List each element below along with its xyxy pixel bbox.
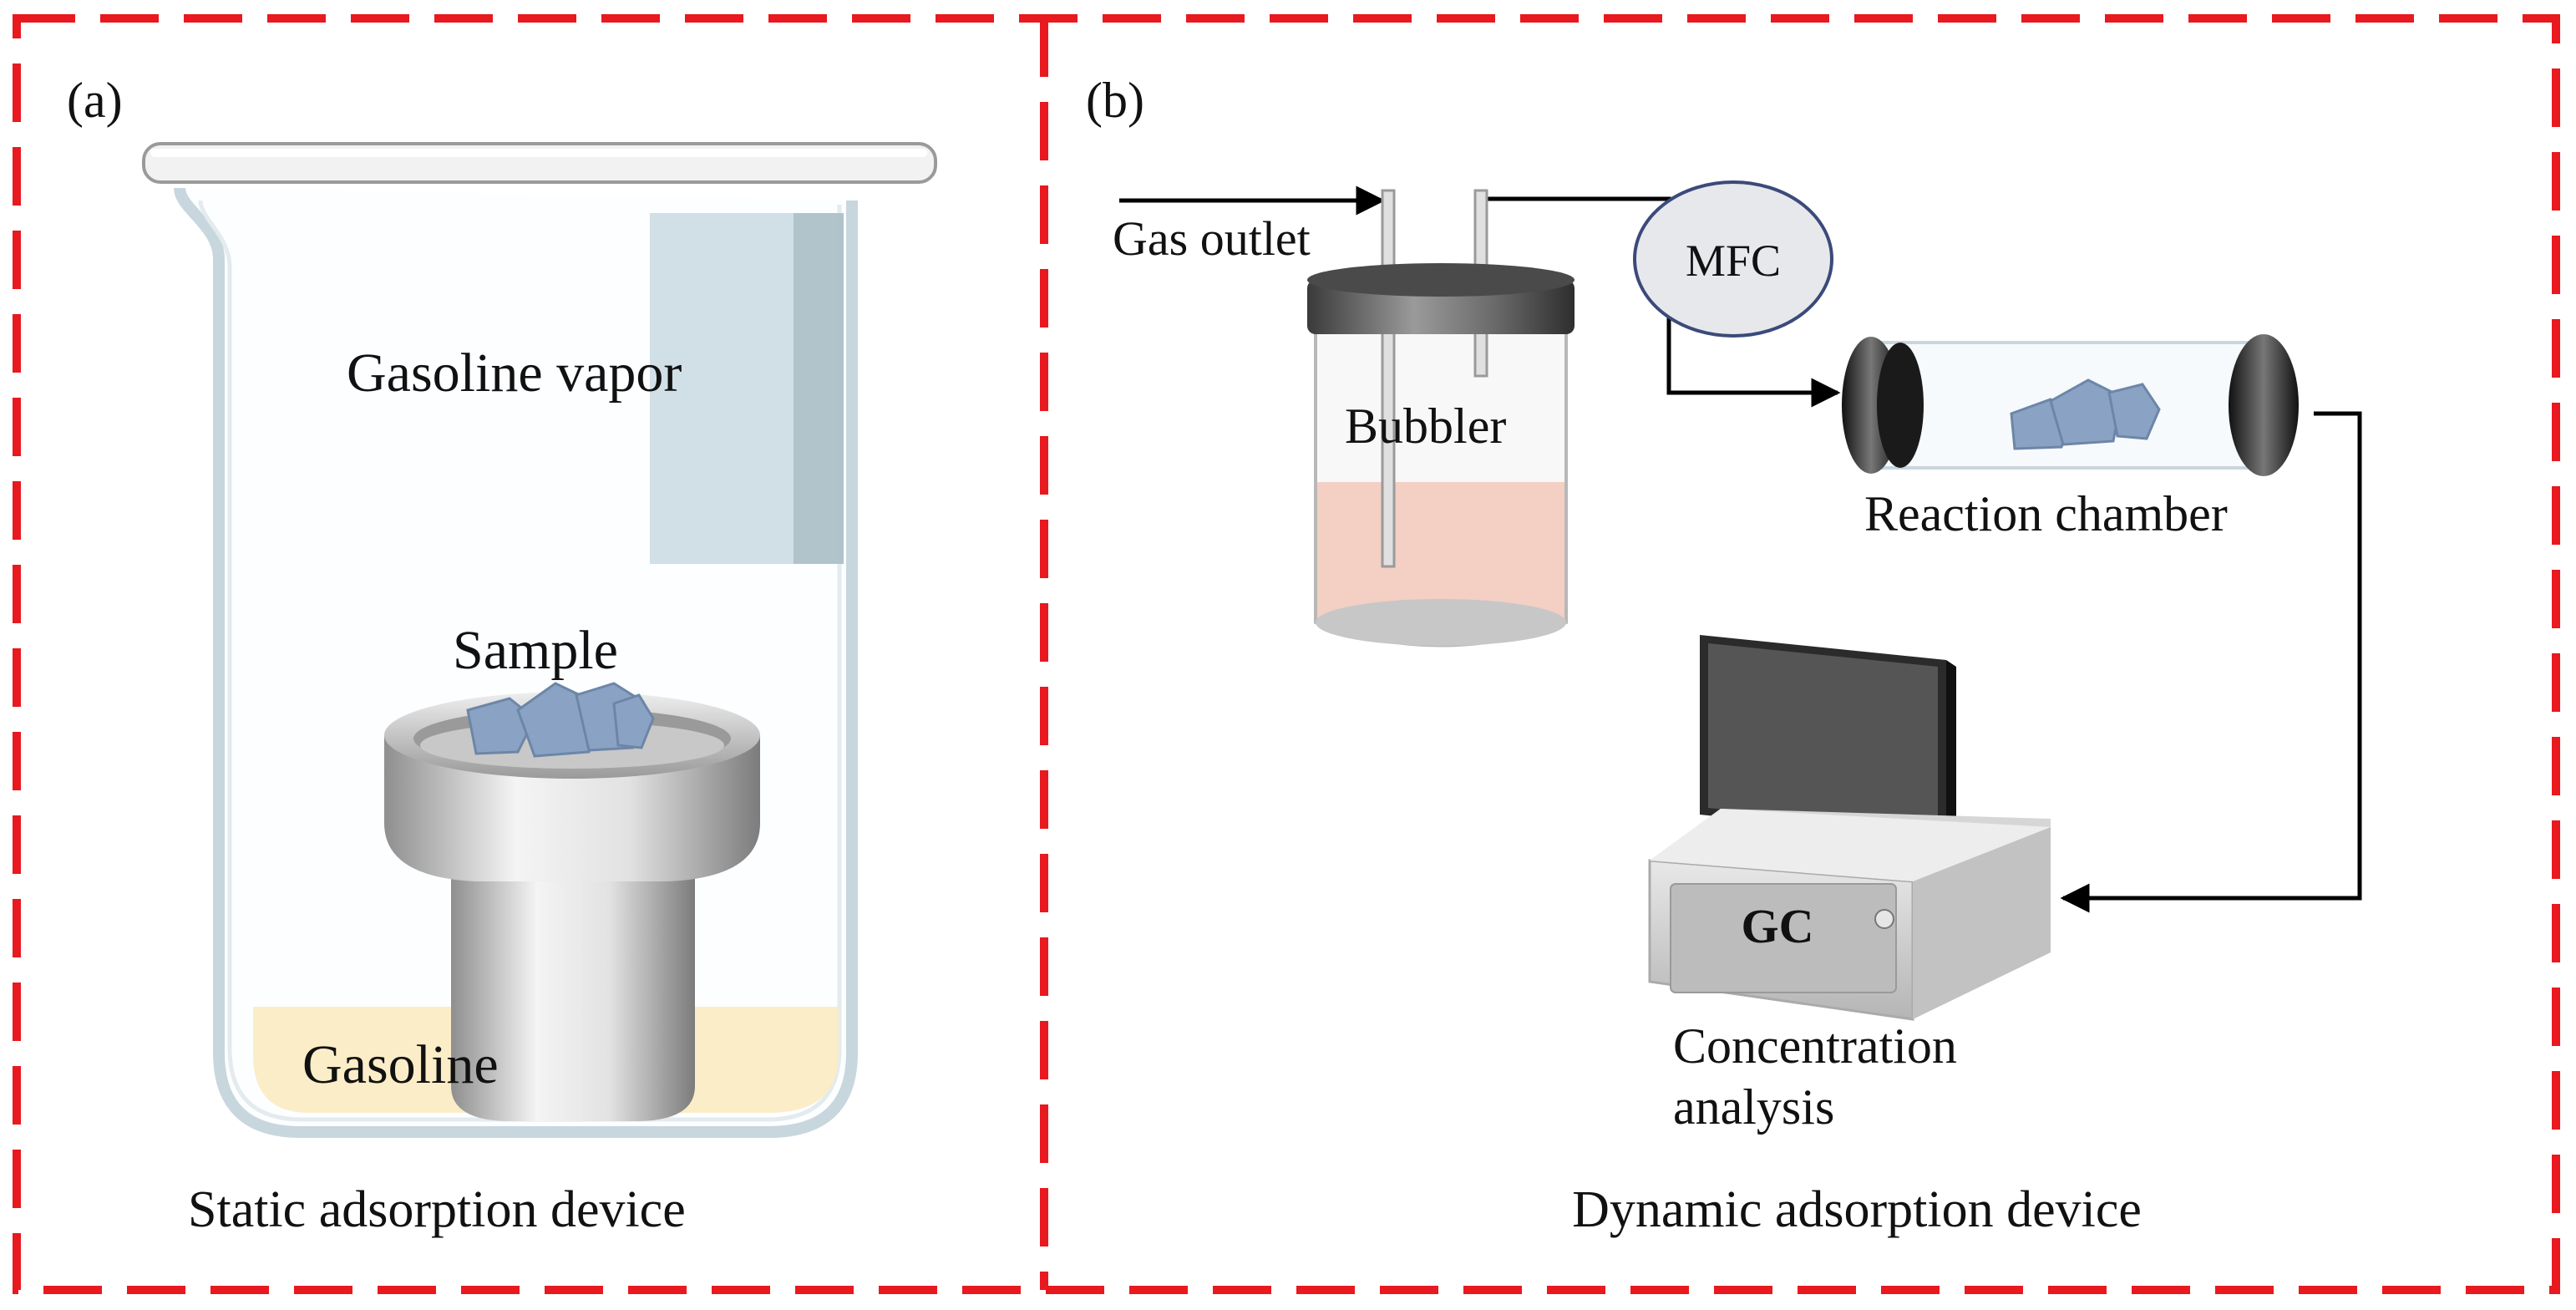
panel-b-tag: (b) xyxy=(1086,73,1144,128)
bubbler-label: Bubbler xyxy=(1345,399,1506,454)
gasoline-label: Gasoline xyxy=(302,1034,499,1095)
concentration-analysis-label-line2: analysis xyxy=(1673,1079,1834,1135)
sample-crystals xyxy=(466,682,655,758)
gc-instrument: GC xyxy=(1648,635,2051,1021)
reaction-chamber-label: Reaction chamber xyxy=(1864,486,2228,541)
panel-b-caption: Dynamic adsorption device xyxy=(1572,1181,2142,1238)
panel-a-static-device: (a) G xyxy=(67,73,937,1238)
reaction-chamber: Reaction chamber xyxy=(1842,334,2299,541)
concentration-analysis-label-line1: Concentration xyxy=(1673,1018,1957,1074)
dashed-frame xyxy=(13,14,2560,1294)
mfc-controller: MFC xyxy=(1633,180,1833,338)
panel-a-caption: Static adsorption device xyxy=(188,1181,686,1238)
gasoline-vapor-label: Gasoline vapor xyxy=(347,343,682,404)
gc-label: GC xyxy=(1742,899,1814,953)
sample-label: Sample xyxy=(453,620,618,681)
mfc-label: MFC xyxy=(1686,236,1781,286)
beaker-lid xyxy=(142,142,937,184)
gas-outlet-label: Gas outlet xyxy=(1113,211,1311,266)
panel-a-tag: (a) xyxy=(67,73,123,128)
gas-line-to-gc xyxy=(2060,411,2362,913)
chamber-sample-crystals xyxy=(2010,378,2161,450)
bubbler: Bubbler xyxy=(1307,189,1575,647)
panel-b-dynamic-device: (b) Gas outlet MFC Bubbler xyxy=(1086,73,2362,1238)
